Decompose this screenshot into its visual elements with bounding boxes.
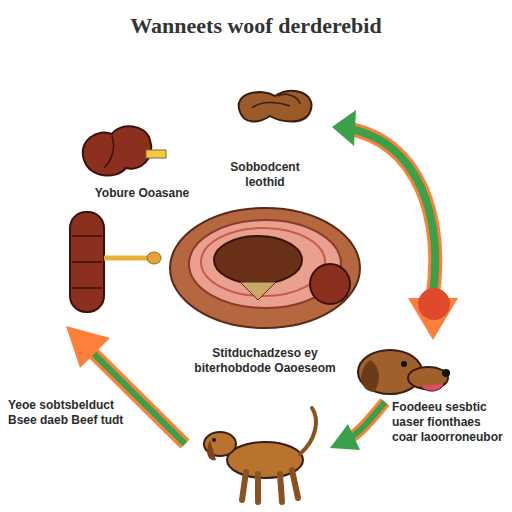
egg-ball (418, 288, 450, 320)
cycle-arrow (350, 402, 385, 438)
cycle-label: Foodeeu sesbtic uaser fionthaes coar Iao… (392, 400, 506, 445)
diagram-title: Wanneets woof derderebid (0, 14, 512, 38)
dog-head (358, 350, 450, 394)
arrow-head (66, 326, 110, 368)
segmented-worm (70, 212, 161, 312)
cycle-label: Yeoe sobtsbelduct Bsee daeb Beef tudt (8, 398, 126, 428)
cycle-arrow (350, 402, 385, 438)
cycle-arrow (90, 350, 185, 444)
cycle-label: Stitduchadzeso ey biterhobdode Oaoeseom (175, 346, 355, 376)
arrow-head (330, 424, 360, 450)
cycle-label: Yobure Ooasane (92, 186, 192, 201)
cycle-label: Sobbodcent leothid (210, 160, 320, 190)
dog-figure (204, 408, 316, 502)
intestine-section (170, 208, 360, 328)
cycle-arrow (90, 350, 185, 444)
kidney-worm (83, 126, 166, 175)
coiled-worm (239, 91, 312, 122)
arrow-head (332, 110, 356, 146)
